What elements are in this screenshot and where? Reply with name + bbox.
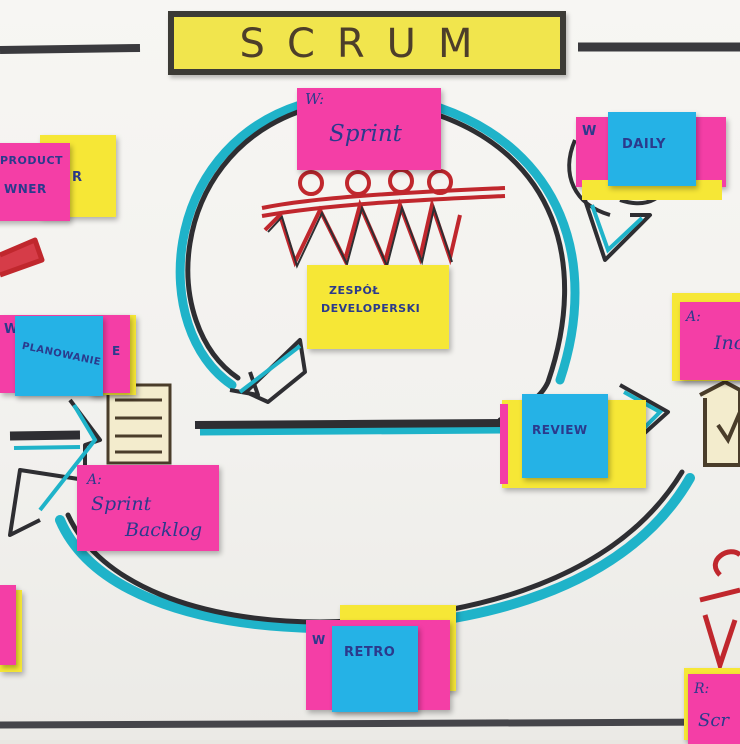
sprint-backlog-role: A: bbox=[87, 472, 102, 488]
sprint-label: Sprint bbox=[329, 121, 402, 147]
increment-note[interactable]: A: Inc bbox=[680, 302, 740, 380]
sprint-backlog-line2: Backlog bbox=[125, 519, 203, 541]
product-owner-note[interactable]: PRODUCT WNER bbox=[0, 143, 70, 221]
increment-label: Inc bbox=[714, 332, 740, 354]
house-drawing bbox=[699, 379, 740, 467]
dev-team-note[interactable]: ZESPÓŁ DEVELOPERSKI bbox=[307, 265, 449, 349]
retro-label: RETRO bbox=[344, 645, 396, 660]
daily-loop bbox=[567, 139, 611, 217]
sprint-loop-right-dark bbox=[435, 112, 568, 423]
product-owner-line1: PRODUCT bbox=[0, 154, 64, 167]
product-owner-line2: WNER bbox=[4, 182, 47, 196]
sprint-loop-cyan bbox=[175, 100, 305, 390]
daily-role: W bbox=[582, 124, 597, 139]
timeline-dark bbox=[194, 419, 506, 429]
planning-note[interactable]: PLANOWANIE bbox=[15, 316, 103, 396]
scrum-master-role: R: bbox=[694, 681, 710, 697]
dev-team-line1: ZESPÓŁ bbox=[329, 284, 380, 297]
sprint-note[interactable]: W: Sprint bbox=[297, 88, 441, 170]
planning-role: W bbox=[4, 322, 19, 337]
daily-note[interactable]: DAILY bbox=[608, 112, 696, 186]
increment-role: A: bbox=[686, 309, 701, 325]
product-owner-edge-letter: R bbox=[72, 170, 83, 185]
review-note[interactable]: REVIEW bbox=[522, 394, 608, 478]
red-figure-drawing bbox=[699, 549, 740, 674]
dev-team-drawing bbox=[261, 168, 506, 269]
review-pink-edge-note bbox=[500, 404, 508, 484]
scrum-master-note[interactable]: R: Scr bbox=[688, 674, 740, 744]
retro-role: W bbox=[312, 633, 326, 647]
sprint-loop-right-cyan bbox=[435, 103, 580, 385]
review-label: REVIEW bbox=[532, 423, 588, 437]
left-bottom-pink-note bbox=[0, 585, 16, 665]
sprint-backlog-note[interactable]: A: Sprint Backlog bbox=[77, 465, 219, 551]
bottom-line bbox=[0, 718, 740, 729]
red-arrow-left bbox=[0, 237, 45, 278]
planning-label: PLANOWANIE bbox=[20, 340, 102, 369]
top-left-line bbox=[0, 44, 141, 54]
dev-team-line2: DEVELOPERSKI bbox=[321, 302, 421, 315]
scrum-master-label: Scr bbox=[698, 710, 730, 731]
daily-label: DAILY bbox=[622, 137, 666, 152]
title-banner: SCRUM bbox=[168, 11, 566, 75]
ladder-drawing bbox=[106, 383, 172, 465]
retro-note[interactable]: RETRO bbox=[332, 626, 418, 712]
sprint-backlog-line1: Sprint bbox=[91, 493, 152, 515]
board-title: SCRUM bbox=[239, 21, 495, 67]
timeline-cyan bbox=[199, 426, 506, 436]
planning-edge-letter: E bbox=[112, 344, 121, 358]
sprint-role: W: bbox=[305, 90, 325, 108]
sprint-loop-dark bbox=[185, 109, 301, 381]
